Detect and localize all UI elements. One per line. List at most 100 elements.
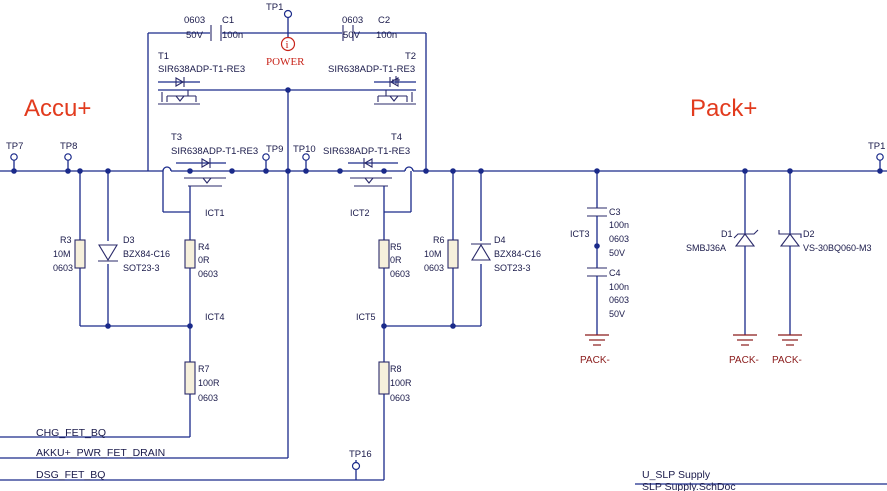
t1-part: SIR638ADP-T1-RE3 (158, 64, 245, 75)
tp9-label: TP9 (266, 144, 283, 155)
c4-ref: C4 (609, 268, 621, 278)
power-symbol-icon: i (286, 39, 289, 51)
r4-ref: R4 (198, 242, 210, 252)
r7-value: 100R (198, 378, 220, 388)
t3-part: SIR638ADP-T1-RE3 (171, 146, 258, 157)
t2-part: SIR638ADP-T1-RE3 (328, 64, 415, 75)
r5-ref: R5 (390, 242, 402, 252)
c1-value: 100n (222, 30, 243, 41)
sheet-name: U_SLP Supply (642, 469, 711, 481)
right-gate-network (0, 171, 482, 481)
t2-ref: T2 (405, 51, 416, 62)
d4-pkg: SOT23-3 (494, 263, 531, 273)
test-point-circles (10, 9, 884, 471)
r4-pkg: 0603 (198, 269, 218, 279)
tp8-label: TP8 (60, 141, 77, 152)
r4-value: 0R (198, 255, 210, 265)
ground-symbol-d2 (778, 334, 802, 346)
resistor-r4 (184, 239, 196, 269)
c2-pkg: 0603 (342, 15, 363, 26)
tp1-right-label: TP1 (868, 141, 885, 152)
c3-ref: C3 (609, 207, 621, 217)
net-akku-pwr-fet-drain: AKKU+_PWR_FET_DRAIN (36, 447, 165, 459)
t1-ref: T1 (158, 51, 169, 62)
c4-pkg: 0603 (609, 295, 629, 305)
c2-value: 100n (376, 30, 397, 41)
r8-pkg: 0603 (390, 393, 410, 403)
d3-pkg: SOT23-3 (123, 263, 160, 273)
ict4-label: ICT4 (205, 312, 225, 322)
d3-part: BZX84-C16 (123, 249, 170, 259)
ict1-wire (162, 171, 191, 240)
r7-pkg: 0603 (198, 393, 218, 403)
capacitor-c1 (210, 25, 222, 41)
d4-part: BZX84-C16 (494, 249, 541, 259)
d1-ref: D1 (721, 229, 733, 239)
mosfet-t4 (348, 158, 398, 212)
r5-value: 0R (390, 255, 402, 265)
sheet-symbol[interactable]: U_SLP Supply SLP Supply.SchDoc (635, 469, 887, 491)
c1-voltage: 50V (186, 30, 204, 41)
ground-symbol-d1 (733, 334, 757, 346)
ground-label-c: PACK- (580, 355, 610, 366)
c4-voltage: 50V (609, 309, 625, 319)
d2-part: VS-30BQ060-M3 (803, 243, 872, 253)
r6-ref: R6 (433, 235, 445, 245)
zener-d3 (98, 244, 118, 262)
net-chg-fet: CHG_FET_BQ (36, 427, 106, 439)
c1-pkg: 0603 (184, 15, 205, 26)
accu-label: Accu+ (24, 95, 91, 122)
capacitor-c2 (342, 25, 354, 41)
t4-ref: T4 (391, 132, 402, 143)
t1-body-diode (158, 77, 200, 87)
ict2-label: ICT2 (350, 208, 370, 218)
c3-voltage: 50V (609, 248, 625, 258)
tp1-top-label: TP1 (266, 2, 283, 13)
ict3-label: ICT3 (570, 229, 590, 239)
resistor-r8 (378, 361, 390, 395)
ground-label-d1: PACK- (729, 355, 759, 366)
c1-ref: C1 (222, 15, 234, 26)
ground-label-d2: PACK- (772, 355, 802, 366)
zener-d4 (471, 243, 491, 261)
c3-value: 100n (609, 220, 629, 230)
sheet-file: SLP Supply.SchDoc (642, 481, 736, 491)
t3-ref: T3 (171, 132, 182, 143)
left-gate-network (0, 171, 191, 438)
c2-ref: C2 (378, 15, 390, 26)
mosfet-t1 (158, 90, 200, 105)
r7-ref: R7 (198, 364, 210, 374)
resistor-r6 (447, 239, 459, 269)
tp7-label: TP7 (6, 141, 23, 152)
capacitor-stack (587, 171, 607, 335)
r8-value: 100R (390, 378, 412, 388)
r3-value: 10M (53, 249, 71, 259)
c4-value: 100n (609, 282, 629, 292)
resistor-r5 (378, 239, 390, 269)
tp16-label: TP16 (349, 449, 372, 460)
ict1-label: ICT1 (205, 208, 225, 218)
r6-pkg: 0603 (424, 263, 444, 273)
junction-dots (11, 87, 883, 329)
mosfet-t3 (176, 158, 226, 212)
r8-ref: R8 (390, 364, 402, 374)
d1-part: SMBJ36A (686, 243, 726, 253)
net-dsg-fet: DSG_FET_BQ (36, 469, 105, 481)
t4-part: SIR638ADP-T1-RE3 (323, 146, 410, 157)
top-bridge (147, 17, 427, 171)
power-label: POWER (266, 56, 305, 68)
tvs-d1 (733, 171, 759, 335)
t2-body-diode (374, 77, 416, 87)
pack-label: Pack+ (690, 95, 757, 122)
d4-ref: D4 (494, 235, 506, 245)
d2-ref: D2 (803, 229, 815, 239)
resistor-r3 (74, 239, 86, 269)
r5-pkg: 0603 (390, 269, 410, 279)
r3-ref: R3 (60, 235, 72, 245)
ict5-label: ICT5 (356, 312, 376, 322)
ict2-wire (383, 171, 412, 240)
c3-pkg: 0603 (609, 234, 629, 244)
power-probe (280, 33, 296, 52)
c2-voltage: 50V (343, 30, 361, 41)
